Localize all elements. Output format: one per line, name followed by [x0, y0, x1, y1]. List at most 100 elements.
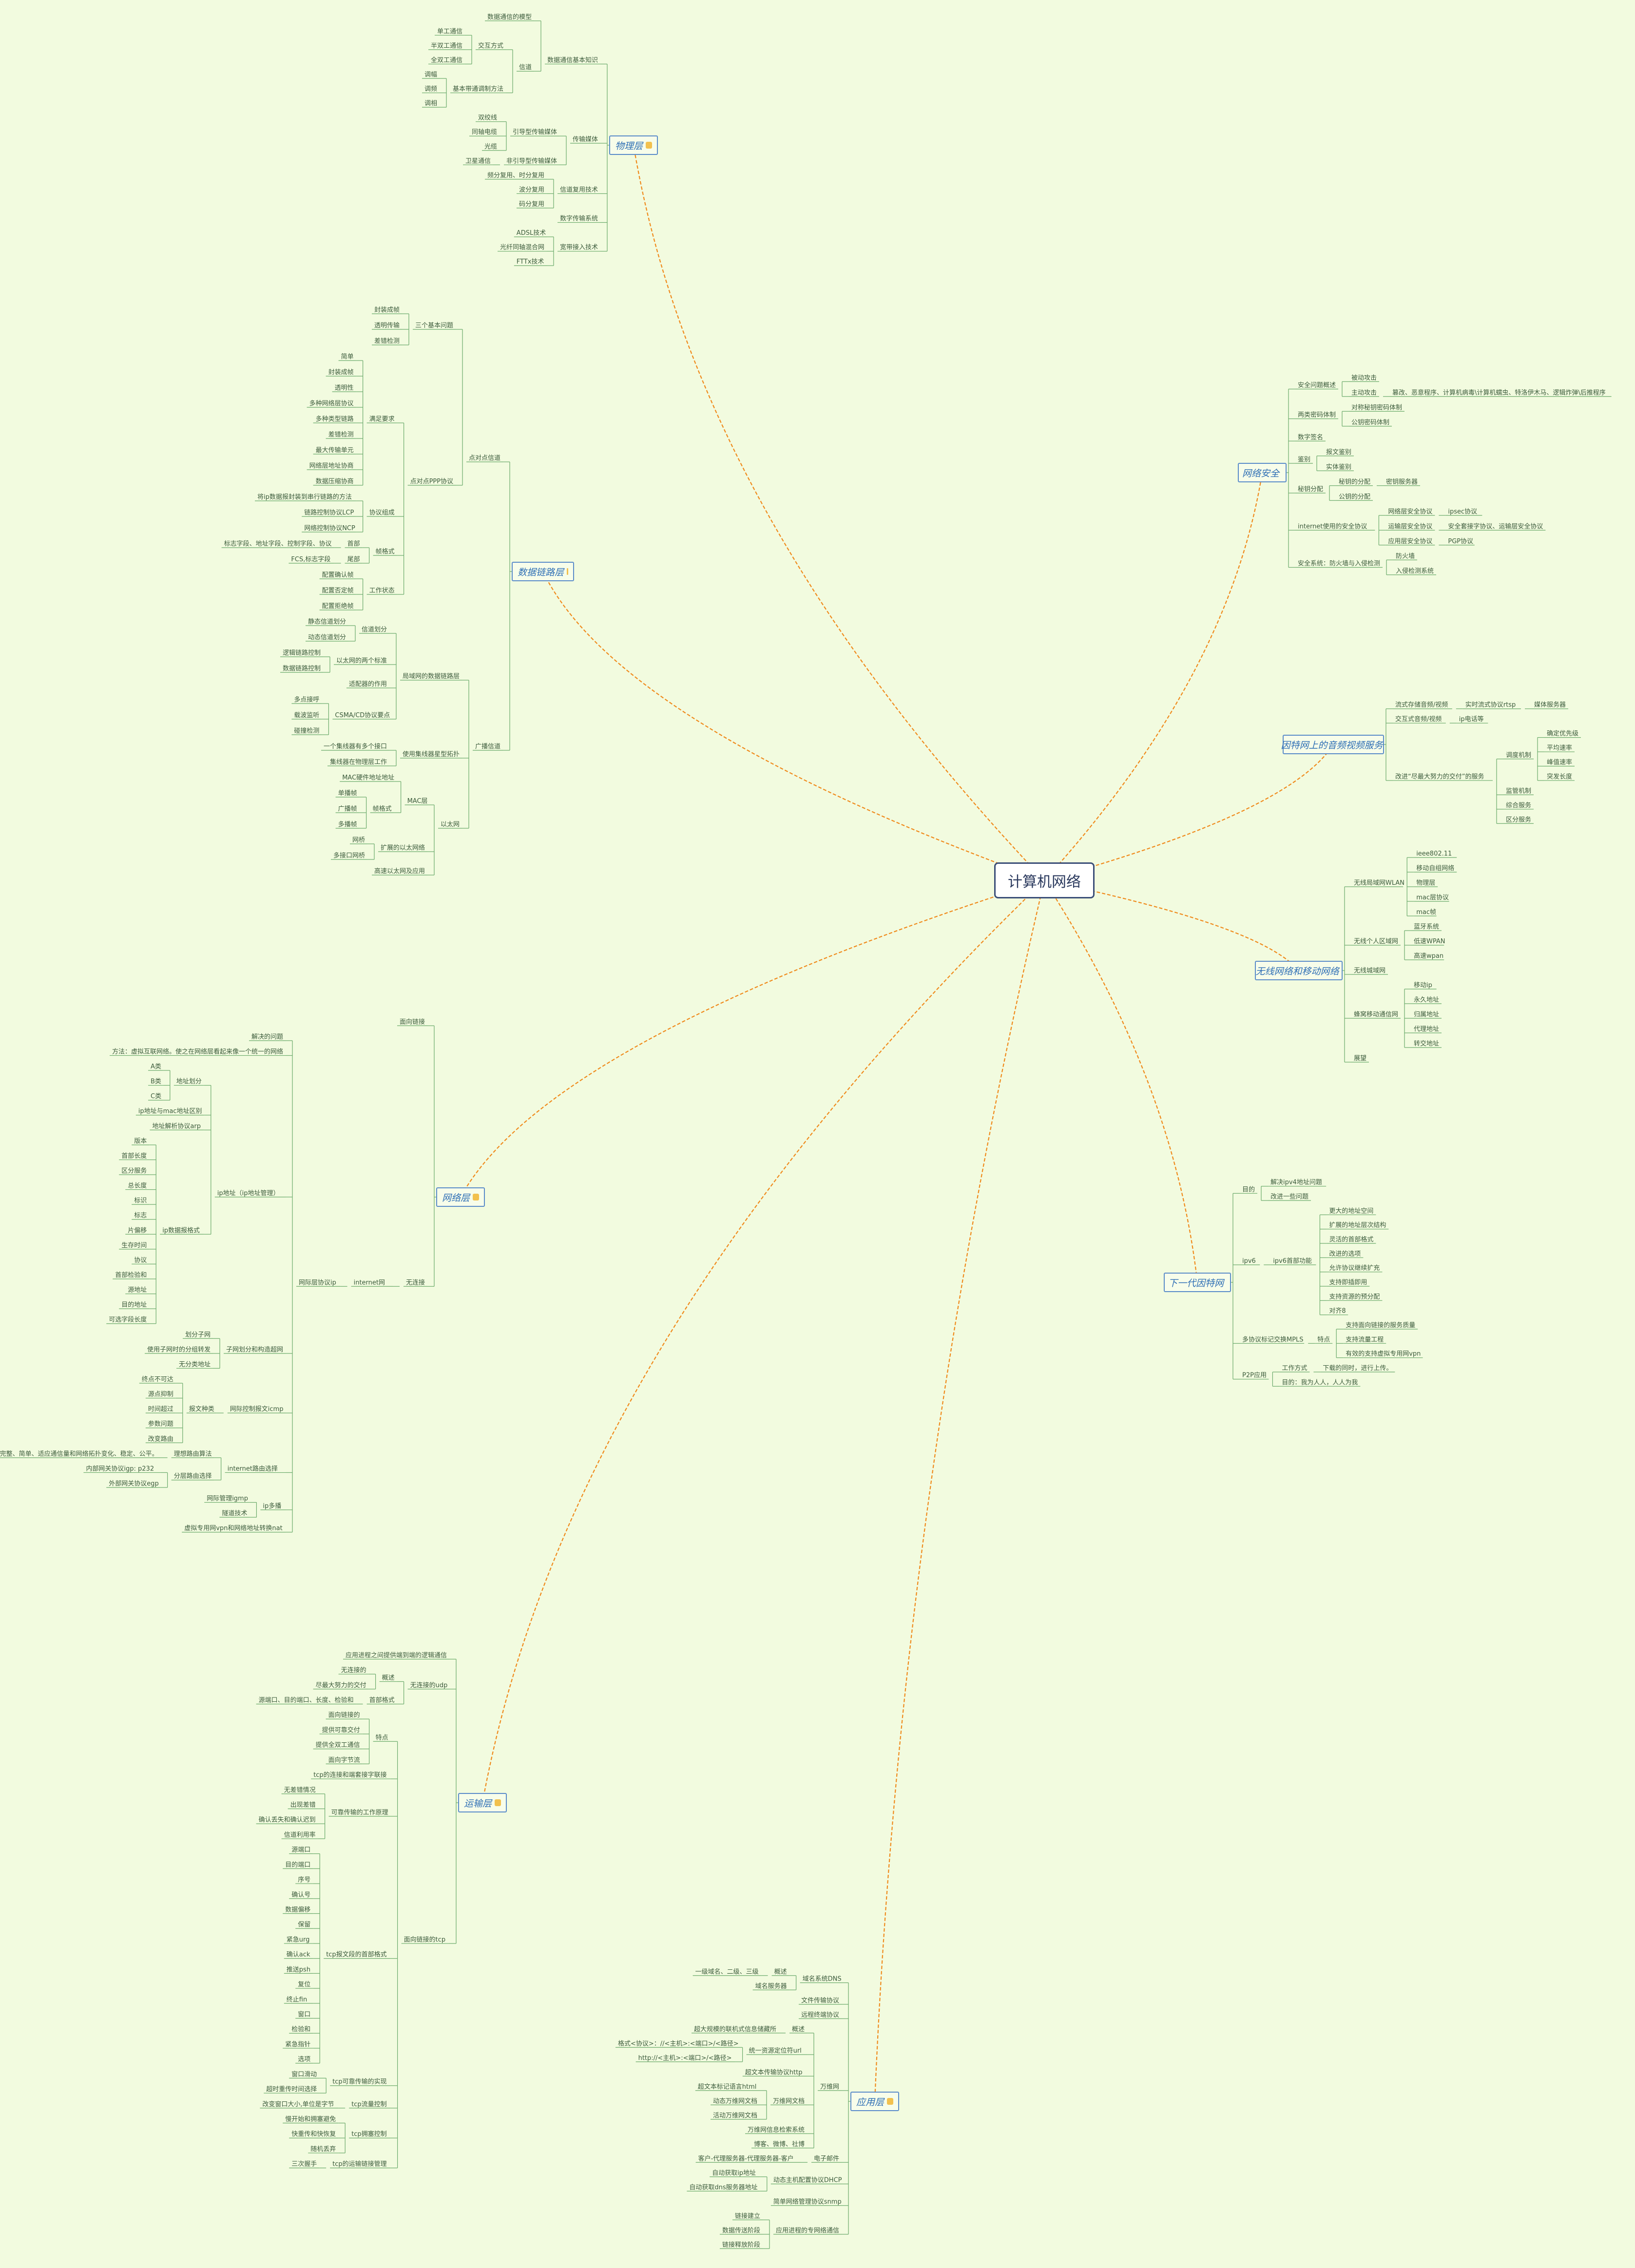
application-3-3-2-node-2[interactable]: 活动万维网文档 — [711, 2112, 760, 2120]
transport-2-3-2-node-2[interactable]: 序号 — [295, 1876, 313, 1884]
datalink-1-1-node-1[interactable]: 使用集线器星型拓扑 — [400, 750, 462, 759]
nextgen-2-0-2-node-2[interactable]: 有效的支持虚拟专用网vpn — [1343, 1350, 1423, 1358]
multimedia-0-0-node-0[interactable]: 实时流式协议rtsp — [1462, 702, 1521, 709]
security-5-2-node-2[interactable]: 应用层安全协议 — [1385, 537, 1435, 546]
topic-physical[interactable]: 物理层 — [609, 135, 658, 155]
wireless-0-4-node-4[interactable]: mac帧 — [1414, 909, 1437, 916]
security-5-0-node-0[interactable]: 网络层安全协议 — [1385, 508, 1435, 516]
multimedia-2-1-node-1[interactable]: 监管机制 — [1503, 787, 1534, 795]
security-0-1-0-node-0[interactable]: 篡改、恶意程序、计算机病毒\计算机蠕虫、特洛伊木马、逻辑炸弹\后推程序 — [1390, 389, 1612, 397]
security-1-node-1[interactable]: 两类密码体制 — [1295, 411, 1338, 419]
application-4-0-node-0[interactable]: 客户-代理服务器-代理服务器-客户 — [695, 2154, 801, 2163]
transport-1-0-node-0[interactable]: 概述 — [379, 1674, 397, 1682]
transport-2-3-8-node-8[interactable]: 推送psh — [284, 1966, 313, 1974]
transport-1-1-0-node-0[interactable]: 源端口、目的端口、长度、检验和 — [256, 1696, 356, 1705]
datalink-1-0-3-1-node-1[interactable]: 载波监听 — [291, 712, 322, 720]
wireless-3-3-node-3[interactable]: 代理地址 — [1411, 1026, 1442, 1033]
security-5-0-0-node-0[interactable]: ipsec协议 — [1445, 508, 1482, 516]
datalink-1-2-0-node-0[interactable]: MAC层 — [404, 798, 428, 805]
network-1-0-0-4-0-3-node-3[interactable]: 参数问题 — [145, 1420, 176, 1429]
nextgen-1-0-1-node-1[interactable]: 扩展的地址层次结构 — [1327, 1221, 1389, 1230]
security-0-0-node-0[interactable]: 被动攻击 — [1349, 374, 1379, 382]
wireless-3-0-node-0[interactable]: 移动ip — [1411, 982, 1437, 990]
network-1-0-0-2-3-3-node-3[interactable]: 总长度 — [125, 1182, 150, 1190]
nextgen-1-0-node-0[interactable]: ipv6首部功能 — [1270, 1258, 1316, 1265]
network-1-0-0-4-0-0-node-0[interactable]: 终点不可达 — [139, 1375, 176, 1384]
application-5-1-node-1[interactable]: 自动获取dns服务器地址 — [687, 2183, 760, 2192]
transport-1-node-1[interactable]: 无连接的udp — [407, 1681, 449, 1690]
network-1-0-0-4-0-node-0[interactable]: 报文种类 — [186, 1406, 217, 1413]
physical-0-node-0[interactable]: 数据通信基本知识 — [545, 56, 600, 65]
transport-2-3-12-node-12[interactable]: 检验和 — [289, 2025, 313, 2034]
physical-1-0-0-node-0[interactable]: 双绞线 — [476, 114, 500, 122]
transport-2-3-9-node-9[interactable]: 复位 — [295, 1981, 313, 1989]
wireless-3-1-node-1[interactable]: 永久地址 — [1411, 996, 1442, 1004]
datalink-1-0-0-node-0[interactable]: 信道划分 — [359, 626, 389, 634]
topic-multimedia[interactable]: 因特网上的音频视频服务 — [1281, 735, 1384, 754]
datalink-1-2-1-1-node-1[interactable]: 多接口网桥 — [331, 852, 367, 860]
nextgen-1-0-2-node-2[interactable]: 灵活的首部格式 — [1327, 1236, 1376, 1244]
transport-2-3-10-node-10[interactable]: 终止fin — [284, 1996, 313, 2004]
datalink-1-2-0-1-node-1[interactable]: 帧格式 — [370, 805, 394, 813]
datalink-0-1-2-1-0-node-0[interactable]: FCS,标志字段 — [289, 556, 334, 564]
transport-2-3-13-node-13[interactable]: 紧急指针 — [283, 2041, 313, 2049]
datalink-0-1-0-2-node-2[interactable]: 透明性 — [332, 384, 356, 392]
transport-2-7-0-node-0[interactable]: 三次握手 — [289, 2160, 320, 2169]
transport-2-1-node-1[interactable]: tcp的连接和端套接字联接 — [311, 1771, 391, 1779]
network-0-node-0[interactable]: 面向链接 — [397, 1018, 427, 1026]
datalink-0-node-0[interactable]: 点对点信道 — [466, 455, 503, 462]
network-1-0-0-5-1-node-1[interactable]: 分层路由选择 — [171, 1472, 214, 1481]
transport-2-2-node-2[interactable]: 可靠传输的工作原理 — [328, 1809, 391, 1817]
datalink-0-1-1-0-node-0[interactable]: 将ip数据报封装到串行链路的方法 — [255, 493, 356, 501]
transport-2-2-1-node-1[interactable]: 出现差错 — [288, 1802, 318, 1810]
application-5-node-5[interactable]: 动态主机配置协议DHCP — [770, 2177, 842, 2185]
transport-2-0-1-node-1[interactable]: 提供可靠交付 — [319, 1726, 363, 1734]
multimedia-0-node-0[interactable]: 流式存储音频/视频 — [1393, 701, 1452, 709]
nextgen-2-0-node-0[interactable]: 特点 — [1315, 1336, 1333, 1344]
datalink-0-0-0-node-0[interactable]: 封装成帧 — [372, 306, 402, 314]
physical-1-0-node-0[interactable]: 引导型传输媒体 — [510, 128, 559, 136]
application-3-0-0-node-0[interactable]: 超大规模的联机式信息储藏所 — [692, 2025, 779, 2034]
physical-0-1-1-1-node-1[interactable]: 调频 — [422, 86, 440, 94]
application-7-0-node-0[interactable]: 链接建立 — [732, 2212, 763, 2220]
datalink-0-1-0-7-node-7[interactable]: 网络层地址协商 — [307, 462, 356, 470]
network-1-0-0-2-3-11-node-11[interactable]: 目的地址 — [119, 1301, 150, 1309]
multimedia-2-0-0-node-0[interactable]: 确定优先级 — [1544, 730, 1581, 738]
wireless-1-0-node-0[interactable]: 蓝牙系统 — [1411, 923, 1442, 931]
physical-3-node-3[interactable]: 数字传输系统 — [558, 215, 600, 223]
security-6-node-6[interactable]: 安全系统：防火墙与入侵检测 — [1295, 560, 1383, 568]
multimedia-2-0-3-node-3[interactable]: 突发长度 — [1544, 773, 1575, 781]
wireless-0-3-node-3[interactable]: mac层协议 — [1414, 894, 1449, 902]
datalink-0-1-3-0-node-0[interactable]: 配置确认帧 — [319, 572, 356, 579]
application-3-3-1-node-1[interactable]: 动态万维网文档 — [711, 2097, 760, 2105]
datalink-0-1-1-node-1[interactable]: 协议组成 — [366, 509, 397, 517]
datalink-0-1-0-node-0[interactable]: 满足要求 — [366, 416, 397, 423]
transport-2-0-0-node-0[interactable]: 面向链接的 — [326, 1711, 363, 1719]
datalink-0-0-1-node-1[interactable]: 透明传输 — [372, 322, 402, 330]
physical-2-1-node-1[interactable]: 波分复用 — [517, 186, 547, 194]
security-3-1-node-1[interactable]: 实体鉴别 — [1324, 463, 1354, 471]
nextgen-1-0-4-node-4[interactable]: 允许协议继续扩充 — [1327, 1264, 1383, 1273]
network-1-0-0-7-node-7[interactable]: 虚拟专用网vpn和网络地址转换nat — [182, 1525, 286, 1533]
multimedia-0-0-0-node-0[interactable]: 媒体服务器 — [1532, 701, 1568, 709]
transport-2-3-1-node-1[interactable]: 目的端口 — [283, 1861, 313, 1869]
datalink-1-0-3-node-3[interactable]: CSMA/CD协议要点 — [332, 712, 390, 720]
datalink-1-1-1-node-1[interactable]: 集线器在物理层工作 — [327, 758, 389, 766]
security-6-1-node-1[interactable]: 入侵检测系统 — [1393, 567, 1436, 575]
network-1-0-0-2-0-2-node-2[interactable]: C类 — [148, 1093, 163, 1101]
security-2-node-2[interactable]: 数字签名 — [1295, 433, 1326, 441]
topic-network[interactable]: 网络层 — [436, 1187, 485, 1207]
multimedia-2-0-2-node-2[interactable]: 峰值速率 — [1544, 759, 1575, 767]
physical-0-1-0-0-node-0[interactable]: 单工通信 — [435, 28, 465, 36]
security-4-1-node-1[interactable]: 公钥的分配 — [1336, 493, 1373, 501]
datalink-1-0-2-node-2[interactable]: 适配器的作用 — [346, 680, 389, 688]
nextgen-1-0-6-node-6[interactable]: 支持资源的预分配 — [1327, 1293, 1383, 1301]
application-1-node-1[interactable]: 文件传输协议 — [799, 1997, 842, 2005]
physical-2-node-2[interactable]: 信道复用技术 — [558, 186, 600, 194]
transport-2-2-3-node-3[interactable]: 信道利用率 — [281, 1831, 318, 1839]
application-2-node-2[interactable]: 远程终端协议 — [799, 2011, 842, 2019]
security-5-2-0-node-0[interactable]: PGP协议 — [1445, 538, 1475, 546]
datalink-0-0-node-0[interactable]: 三个基本问题 — [413, 322, 456, 330]
datalink-0-1-0-0-node-0[interactable]: 简单 — [338, 353, 356, 361]
physical-1-1-0-node-0[interactable]: 卫星通信 — [463, 157, 493, 165]
